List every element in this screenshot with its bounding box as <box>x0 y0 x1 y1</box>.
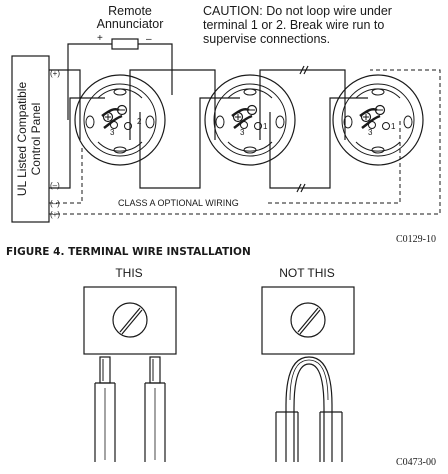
screw-slot <box>299 309 321 335</box>
annunciator-plus-sign: + <box>97 33 103 44</box>
class-a-label: CLASS A OPTIONAL WIRING <box>118 198 239 208</box>
terminal-number: 3 <box>368 128 373 137</box>
detector-base <box>331 73 425 167</box>
caution-line1: CAUTION: Do not loop wire under <box>203 4 392 18</box>
annunciator-wire <box>138 43 173 95</box>
this-label: THIS <box>115 266 142 280</box>
panel-plus-top: (+) <box>50 69 60 78</box>
wire-break-mark <box>299 65 305 75</box>
detector-base <box>203 73 297 167</box>
wire-break-mark <box>300 183 306 193</box>
wire-break-mark <box>296 183 302 193</box>
control-panel-label-line1: UL Listed Compatible <box>15 82 29 197</box>
control-panel-label-line2: Control Panel <box>29 103 43 176</box>
figure-title: FIGURE 4. TERMINAL WIRE INSTALLATION <box>6 246 251 258</box>
screw-slot <box>119 307 141 333</box>
annunciator-minus-sign: – <box>146 34 152 45</box>
figure-code-top: C0129-10 <box>396 234 436 245</box>
caution-line2: terminal 1 or 2. Break wire run to <box>203 18 384 32</box>
panel-plus-lower: (+) <box>50 210 60 219</box>
remote-annunciator-label-line2: Annunciator <box>97 17 164 31</box>
class-a-dashed-wire <box>49 145 83 204</box>
detector-base <box>73 73 167 167</box>
straight-wire-right <box>144 356 166 462</box>
positive-wire <box>129 69 216 140</box>
terminal-number: 3 <box>240 128 245 137</box>
negative-wire <box>49 97 105 189</box>
negative-wire <box>269 97 368 189</box>
terminal-number: 1 <box>263 122 268 131</box>
class-a-dashed-wire <box>49 69 441 215</box>
terminal-number: 1 <box>391 122 396 131</box>
looped-wire <box>275 356 343 462</box>
terminal-number: 3 <box>110 128 115 137</box>
terminal-number: 2 <box>137 117 142 126</box>
panel-minus-lower: (–) <box>50 199 60 208</box>
annunciator-wire <box>67 43 112 120</box>
control-panel-box <box>11 55 50 223</box>
caution-line3: supervise connections. <box>203 32 330 46</box>
panel-minus-mid: (–) <box>50 181 60 190</box>
figure-code-bottom: C0473-00 <box>396 457 436 468</box>
class-a-dashed-wire <box>268 118 401 204</box>
negative-wire <box>139 97 240 189</box>
not-this-label: NOT THIS <box>279 266 335 280</box>
wire-break-mark <box>303 65 309 75</box>
annunciator-resistor <box>111 38 139 50</box>
screw-slot <box>297 307 319 333</box>
positive-wire <box>49 69 81 140</box>
remote-annunciator-label-line1: Remote <box>108 4 152 18</box>
straight-wire-left <box>94 356 116 462</box>
screw-slot <box>121 309 143 335</box>
